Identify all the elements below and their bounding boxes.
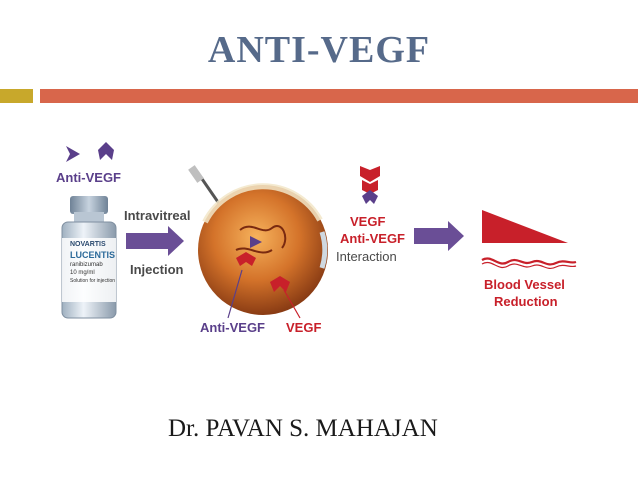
anti-vegf-molecule-icon	[362, 190, 378, 204]
vial-solution: Solution for injection	[70, 278, 116, 284]
interaction-vegf-label: VEGF	[350, 214, 386, 229]
reduction-label: Reduction	[494, 294, 558, 309]
blood-vessel-label: Blood Vessel	[484, 277, 565, 292]
anti-vegf-molecule-icon	[98, 142, 114, 160]
intravitreal-label: Intravitreal	[124, 208, 191, 223]
vegf-molecule-icon	[236, 252, 256, 266]
title-accent-bar-gold	[0, 89, 33, 103]
blood-vessel-squiggle	[481, 257, 577, 266]
interaction-label: Interaction	[336, 249, 397, 264]
eye-anti-vegf-label: Anti-VEGF	[200, 320, 265, 335]
title-accent-bar-orange	[40, 89, 638, 103]
right-arrow-icon	[126, 226, 184, 256]
reduction-wedge	[482, 210, 568, 243]
anti-vegf-molecule-icon	[66, 146, 80, 162]
vegf-molecule-icon	[360, 166, 380, 182]
slide-title: ANTI-VEGF	[207, 29, 431, 71]
vial-dose: 10 mg/ml	[70, 270, 95, 276]
anti-vegf-label: Anti-VEGF	[56, 170, 121, 185]
syringe-icon	[188, 165, 222, 206]
anti-vegf-molecule-icon	[250, 236, 262, 248]
vial-drug: ranibizumab	[70, 262, 103, 268]
label-pointer-line	[283, 289, 301, 319]
right-arrow-icon	[414, 221, 464, 251]
vegf-molecule-icon	[362, 180, 378, 194]
lucentis-vial	[61, 196, 117, 319]
injection-label: Injection	[130, 262, 184, 277]
vial-brand: NOVARTIS	[70, 241, 106, 248]
eye-vegf-label: VEGF	[286, 320, 322, 335]
label-pointer-line	[227, 269, 243, 319]
eye-globe	[198, 183, 328, 315]
author-name: Dr. PAVAN S. MAHAJAN	[168, 415, 438, 442]
interaction-anti-vegf-label: Anti-VEGF	[340, 231, 405, 246]
vegf-molecule-icon	[270, 276, 290, 292]
vial-product: LUCENTIS	[70, 250, 115, 260]
